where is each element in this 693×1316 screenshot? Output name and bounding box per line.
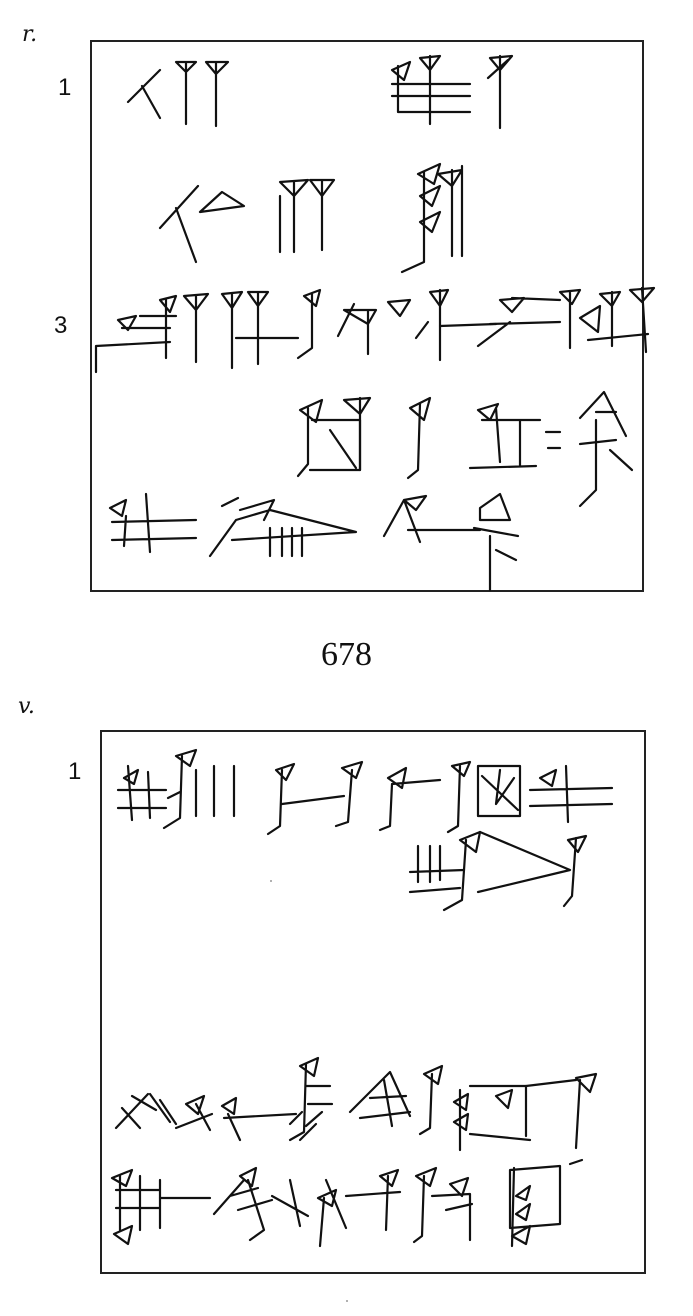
figure-number-caption: 678 xyxy=(321,636,372,673)
reverse-line-number-1: 1 xyxy=(68,758,82,785)
reverse-side-label: v. xyxy=(18,694,35,719)
obverse-side-label: r. xyxy=(22,22,38,47)
reverse-line1-signs xyxy=(116,748,614,836)
obverse-line-number-3: 3 xyxy=(54,312,68,339)
obverse-line4-signs xyxy=(296,390,634,508)
obverse-line5-signs xyxy=(108,492,520,592)
reverse-line2-signs xyxy=(408,830,588,912)
obverse-line3-signs xyxy=(94,286,656,374)
obverse-line1-signs xyxy=(126,54,514,130)
reverse-line3-signs xyxy=(114,1056,598,1152)
stray-dot xyxy=(346,1300,348,1302)
obverse-line2-signs xyxy=(158,162,464,274)
obverse-line-number-1: 1 xyxy=(58,74,72,101)
reverse-tablet-frame xyxy=(100,730,646,1274)
stray-dot xyxy=(270,880,272,882)
reverse-line4-signs xyxy=(110,1158,584,1248)
